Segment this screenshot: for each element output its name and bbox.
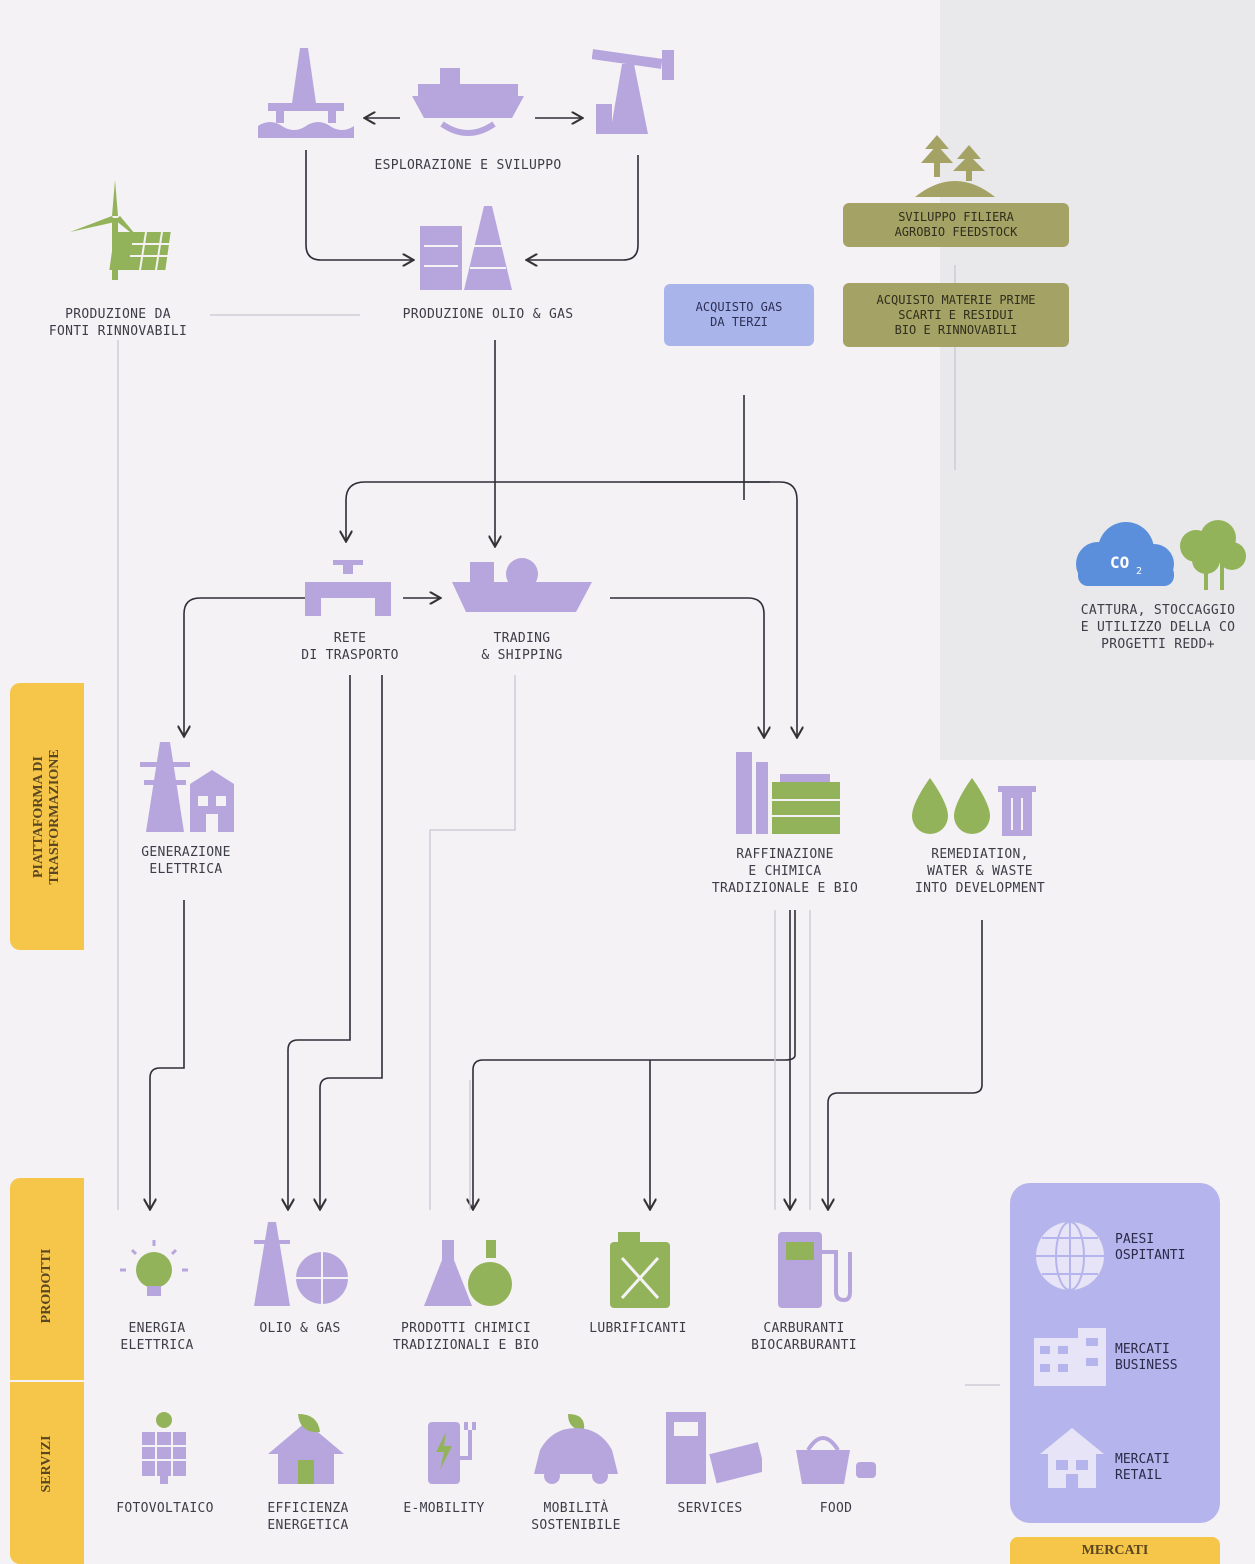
light-bulb-icon (120, 1240, 188, 1296)
oil-gas-product-icon (254, 1222, 348, 1306)
business-building-icon (1034, 1328, 1106, 1386)
prodotti-servizi-tab: PRODOTTI SERVIZI (10, 1178, 84, 1564)
produzione-olio-gas-label: PRODUZIONE OLIO & GAS (402, 307, 574, 322)
co2-subscript: 2 (1136, 566, 1142, 577)
prodotto-lubrificanti-label: LUBRIFICANTI (589, 1321, 687, 1336)
co2-cloud-trees-icon: CO 2 (1076, 520, 1246, 590)
oil-gas-production-icon (420, 206, 512, 290)
ev-charger-icon (428, 1422, 476, 1484)
tanker-ship-icon (412, 68, 524, 136)
servizio-food-label: FOOD (819, 1501, 853, 1516)
lng-ship-icon (452, 558, 592, 612)
pipeline-icon (305, 560, 391, 616)
solar-panel-icon (142, 1412, 186, 1484)
services-icon (666, 1412, 762, 1484)
servizio-emobility-label: E-MOBILITY (403, 1501, 485, 1516)
servizio-fotovoltaico-label: FOTOVOLTAICO (116, 1501, 214, 1516)
food-basket-icon (796, 1436, 876, 1484)
efficient-house-icon (268, 1414, 344, 1484)
background-panel-right (940, 0, 1255, 760)
servizio-services-label: SERVICES (677, 1501, 743, 1516)
fuel-pump-icon (778, 1232, 852, 1308)
prodotti-section-label: PRODOTTI (39, 1248, 54, 1324)
green-car-icon (534, 1414, 618, 1484)
power-generation-icon (140, 742, 234, 832)
refinery-icon (736, 752, 840, 834)
offshore-platform-icon (258, 48, 354, 138)
co2-text: CO (1110, 553, 1129, 572)
globe-icon (1036, 1221, 1104, 1291)
esplorazione-label: ESPLORAZIONE E SVILUPPO (374, 158, 562, 173)
wind-solar-icon (70, 180, 178, 280)
chemical-flasks-icon (424, 1240, 512, 1306)
pumpjack-icon (592, 49, 674, 134)
jerrycan-icon (610, 1232, 670, 1308)
trading-shipping-label: TRADING& SHIPPING (481, 631, 563, 663)
tab-divider (10, 1380, 84, 1382)
retail-house-icon (1040, 1428, 1104, 1488)
agro-plant-icon (915, 135, 995, 197)
prodotto-olio-gas-label: OLIO & GAS (259, 1321, 341, 1336)
remediation-icon (912, 778, 1036, 836)
servizi-section-label: SERVIZI (39, 1435, 54, 1493)
mercati-tab: MERCATI (1010, 1537, 1220, 1564)
